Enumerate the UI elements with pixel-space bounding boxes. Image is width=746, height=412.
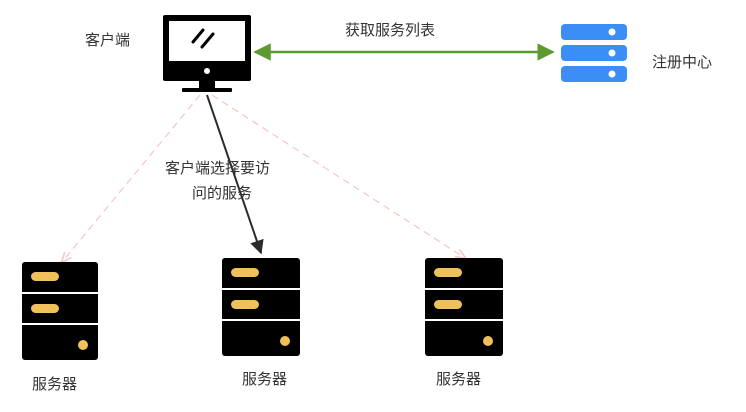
choose-service-arrow	[206, 94, 264, 255]
registry-server-icon	[561, 24, 627, 82]
dashed-arrow-to-server-3	[211, 94, 465, 258]
server-1-label: 服务器	[32, 375, 77, 393]
choose-service-label-line1: 客户端选择要访	[165, 159, 270, 177]
client-label: 客户端	[85, 31, 130, 49]
registry-label: 注册中心	[652, 53, 712, 71]
get-service-list-label: 获取服务列表	[345, 21, 435, 39]
server-1-icon	[22, 262, 98, 360]
server-2-icon	[222, 258, 300, 356]
server-3-label: 服务器	[436, 370, 481, 388]
server-3-icon	[425, 258, 503, 356]
choose-service-label-line2: 问的服务	[192, 184, 252, 202]
server-2-label: 服务器	[242, 370, 287, 388]
dashed-arrow-to-server-1	[62, 94, 201, 262]
client-monitor-icon	[163, 15, 251, 92]
